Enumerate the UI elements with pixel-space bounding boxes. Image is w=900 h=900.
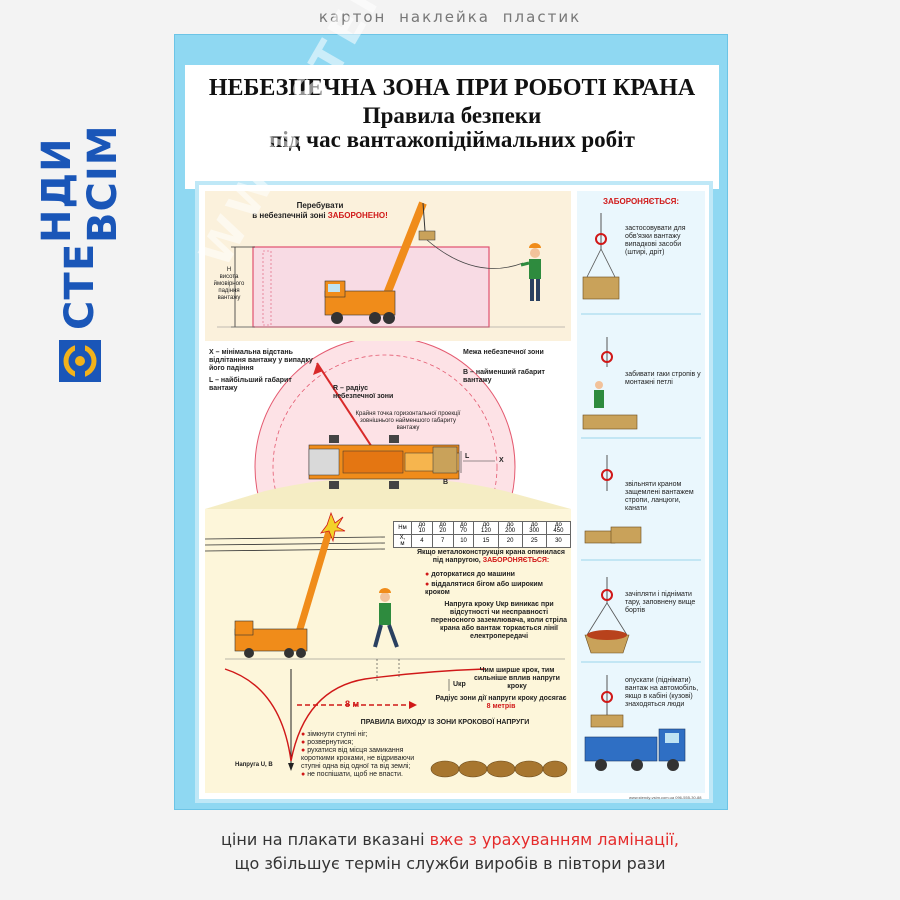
poster-body: Перебувати в небезпечній зоні ЗАБОРОНЕНО…	[195, 181, 713, 803]
poster-subtitle-1: Правила безпеки	[362, 103, 542, 128]
u-label: Uкр	[453, 681, 466, 688]
forbid-2-text: віддалятися бігом або широким кроком	[425, 581, 543, 596]
b-definition: В – найменший габарит вантажу	[463, 369, 545, 384]
table-cell: 30	[545, 534, 572, 548]
forbidden-item: опускати (піднімати) вантаж на автомобіл…	[625, 677, 699, 708]
price-note-line2: що збільшує термін служби виробів в півт…	[234, 854, 666, 873]
divider	[581, 437, 701, 439]
exit-rules-list: ● зімкнути ступні ніг; ● розвернутися; ●…	[301, 731, 429, 779]
radius-text: Радіус зони дії напруги кроку досягає 8 …	[433, 695, 569, 711]
exit-rule-text: не поспішати, щоб не впасти.	[307, 771, 403, 778]
voltage-intro: Якщо металоконструкція крана опинилася п…	[411, 549, 571, 565]
zone-edge-label: Межа небезпечної зони	[463, 349, 544, 356]
voltage-intro-text: Якщо металоконструкція крана опинилася п…	[417, 549, 565, 564]
forbidden-column: ЗАБОРОНЯЄТЬСЯ:	[577, 191, 705, 793]
table-cell: 20	[497, 534, 523, 548]
divider	[581, 313, 701, 315]
warning-line2: в небезпечній зоні	[252, 211, 328, 220]
table-cell: 25	[521, 534, 547, 548]
voltage-forbid-1: ● доторкатися до машини	[425, 571, 515, 578]
table-cell: 10	[452, 534, 475, 548]
exit-rules-title: ПРАВИЛА ВИХОДУ ІЗ ЗОНИ КРОКОВОЇ НАПРУГИ	[360, 719, 530, 726]
forbidden-item: забивати гаки стропів у монтажні петлі	[625, 371, 701, 386]
danger-zone-panel: Перебувати в небезпечній зоні ЗАБОРОНЕНО…	[205, 191, 571, 341]
voltage-forbid-2: ● віддалятися бігом або широким кроком	[425, 581, 543, 596]
table-cell: до 200	[497, 521, 523, 535]
brand-name-part3: НДИ ВСІМ	[34, 124, 126, 244]
table-row: Hм до 10 до 20 до 70 до 120 до 200 до 30…	[393, 521, 572, 535]
crane-scene-1	[217, 201, 565, 328]
forbidden-item: застосовувати для обв'язки вантажу випад…	[625, 225, 686, 256]
divider	[581, 661, 701, 663]
l-definition: L – найбільший габарит вантажу	[209, 377, 292, 392]
table-row: X, м 4 7 10 15 20 25 30	[393, 534, 572, 548]
table-cell: X, м	[393, 534, 412, 548]
forbidden-item: звільняти краном защемлені вантажем стро…	[625, 481, 694, 512]
poster-left-column: Перебувати в небезпечній зоні ЗАБОРОНЕНО…	[205, 191, 572, 793]
forbidden-illustrations	[582, 213, 686, 771]
x-mark: X	[499, 457, 504, 464]
table-cell: до 450	[545, 521, 572, 535]
price-note-highlight: вже з урахуванням ламінації,	[429, 830, 679, 849]
voltage-axis-label: Напруга U, В	[235, 762, 273, 768]
brand-name-part2: Е	[57, 243, 103, 272]
exit-rule: ● не поспішати, щоб не впасти.	[301, 771, 403, 778]
poster-subtitle-2: під час вантажопідіймальних робіт	[269, 127, 635, 152]
b-mark: B	[443, 479, 449, 486]
radius-text-red: 8 метрів	[486, 703, 516, 710]
brand-mark-icon	[59, 340, 101, 382]
exit-rule-text: зімкнути ступні ніг;	[307, 731, 368, 738]
height-label: Н висота ймовірного падіння вантажу	[213, 267, 245, 301]
exit-rule: ● рухатися від місця замикання короткими…	[301, 747, 415, 770]
forbid-1-text: доторкатися до машини	[431, 571, 515, 578]
radius-text-main: Радіус зони дії напруги кроку досягає	[435, 695, 567, 702]
price-note: ціни на плакати вказані вже з урахування…	[0, 828, 900, 876]
l-mark: L	[465, 453, 470, 460]
step-voltage-text: Напруга кроку Uкр виникає при відсутност…	[430, 601, 568, 640]
exit-rule-text: рухатися від місця замикання короткими к…	[301, 747, 415, 770]
table-cell: до 20	[431, 521, 454, 535]
warning-prefix: Перебувати	[296, 201, 344, 210]
forbidden-title: ЗАБОРОНЯЄТЬСЯ:	[602, 197, 680, 206]
radius-diagram	[205, 341, 571, 509]
distance-table: Hм до 10 до 20 до 70 до 120 до 200 до 30…	[393, 521, 572, 548]
forbidden-warning: Перебувати в небезпечній зоні ЗАБОРОНЕНО…	[245, 201, 395, 221]
poster-header: НЕБЕЗПЕЧНА ЗОНА ПРИ РОБОТІ КРАНА Правила…	[185, 65, 719, 189]
warning-red: ЗАБОРОНЕНО!	[327, 211, 388, 220]
radius-zone-panel: X – мінімальна відстань відлітання ванта…	[205, 341, 571, 509]
r-definition: R – радіус небезпечної зони	[333, 385, 394, 400]
price-note-line1: ціни на плакати вказані вже з урахування…	[0, 828, 900, 852]
materials-line: картон наклейка пластик	[318, 8, 582, 26]
wider-step-text: Чим ширше крок, тим сильніше вплив напру…	[474, 667, 560, 690]
exit-rule: ● зімкнути ступні ніг;	[301, 731, 368, 738]
divider	[581, 559, 701, 561]
price-note-start: ціни на плакати вказані	[221, 830, 430, 849]
table-cell: Hм	[393, 521, 412, 535]
table-cell: 15	[473, 534, 499, 548]
step-voltage-diagram	[205, 511, 568, 778]
poster: НЕБЕЗПЕЧНА ЗОНА ПРИ РОБОТІ КРАНА Правила…	[174, 34, 728, 810]
poster-title: НЕБЕЗПЕЧНА ЗОНА ПРИ РОБОТІ КРАНА	[208, 75, 696, 101]
voltage-forbid-title: ЗАБОРОНЯЄТЬСЯ:	[482, 557, 550, 564]
outer-point-definition: Крайня точка горизонтальної проекції зов…	[355, 411, 461, 431]
exit-rule-text: розвернутися;	[307, 739, 354, 746]
x-definition: X – мінімальна відстань відлітання ванта…	[209, 349, 313, 372]
distance-label: 8 м	[345, 699, 360, 709]
poster-contact: www.stendy-vsim.com.ua 096-555-30-88	[629, 795, 702, 800]
brand-name-part1: СТ	[57, 271, 103, 330]
forbidden-item: зачіпляти і піднімати тару, заповнену ви…	[625, 591, 696, 614]
step-voltage-panel: Hм до 10 до 20 до 70 до 120 до 200 до 30…	[205, 509, 572, 793]
exit-rule: ● розвернутися;	[301, 739, 354, 746]
